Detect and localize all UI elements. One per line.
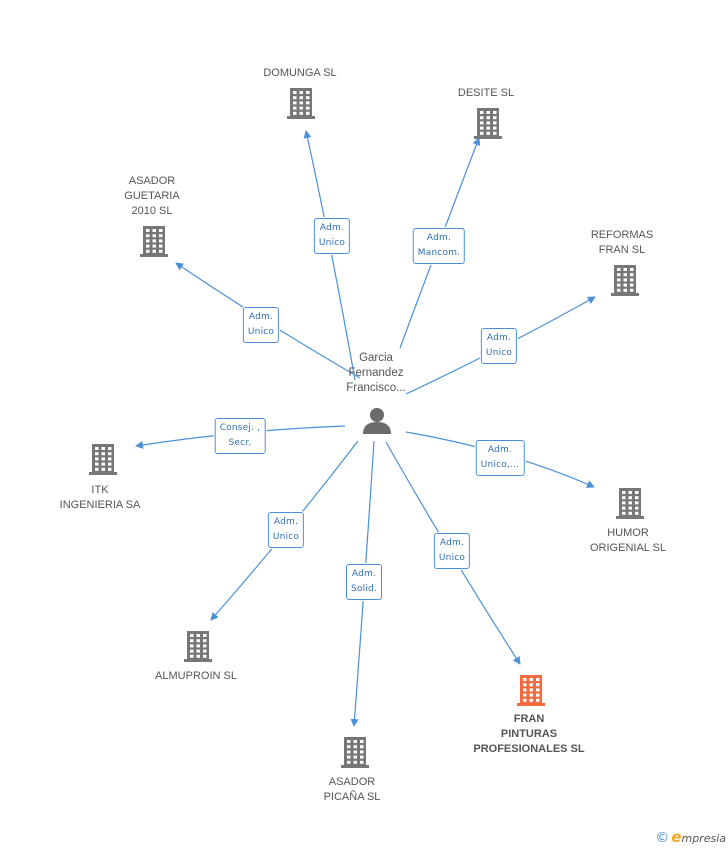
company-label-asador-guetaria[interactable]: ASADOR GUETARIA 2010 SL — [124, 175, 180, 217]
role-badge-desite: Adm. Mancom. — [412, 228, 466, 264]
company-label-asador-picana[interactable]: ASADOR PICAÑA SL — [323, 776, 381, 803]
building-icon-fran-pinturas[interactable] — [517, 675, 545, 706]
empresia-credit[interactable]: ©empresia — [655, 828, 726, 846]
company-label-humor-origenial[interactable]: HUMOR ORIGENIAL SL — [589, 527, 667, 554]
company-label-itk[interactable]: ITK INGENIERIA SA — [59, 484, 141, 511]
role-badge-humor-origenial: Adm. Unico,... — [475, 440, 525, 476]
role-badge-asador-picana: Adm. Solid. — [346, 564, 382, 600]
role-badge-domunga: Adm. Unico — [313, 218, 351, 254]
company-label-domunga[interactable]: DOMUNGA SL — [263, 67, 337, 79]
company-label-reformas-fran[interactable]: REFORMAS FRAN SL — [590, 229, 654, 256]
building-icon-desite[interactable] — [474, 108, 502, 139]
role-badge-almuproin: Adm. Unico — [267, 512, 305, 548]
role-badge-itk: Consej. , Secr. — [214, 418, 266, 454]
brand-name: mpresia — [681, 832, 726, 845]
role-badge-reformas-fran: Adm. Unico — [480, 328, 518, 364]
building-icon-humor-origenial[interactable] — [616, 488, 644, 519]
role-badge-asador-guetaria: Adm. Unico — [242, 307, 280, 343]
company-label-desite[interactable]: DESITE SL — [457, 87, 515, 99]
copyright-icon: © — [655, 830, 670, 846]
building-icon-domunga[interactable] — [287, 88, 315, 119]
role-badge-fran-pinturas: Adm. Unico — [433, 533, 471, 569]
building-icon-asador-picana[interactable] — [341, 737, 369, 768]
edge-domunga — [303, 130, 356, 381]
building-icon-reformas-fran[interactable] — [611, 265, 639, 296]
building-icon-itk[interactable] — [89, 444, 117, 475]
person-icon[interactable] — [363, 408, 391, 434]
company-label-fran-pinturas[interactable]: FRAN PINTURAS PROFESIONALES SL — [473, 713, 585, 755]
brand-initial: e — [671, 828, 682, 846]
building-icon-asador-guetaria[interactable] — [140, 226, 168, 257]
company-label-almuproin[interactable]: ALMUPROIN SL — [155, 670, 237, 682]
building-icon-almuproin[interactable] — [184, 631, 212, 662]
person-name-label[interactable]: Garcia Fernandez Francisco... — [346, 352, 406, 394]
